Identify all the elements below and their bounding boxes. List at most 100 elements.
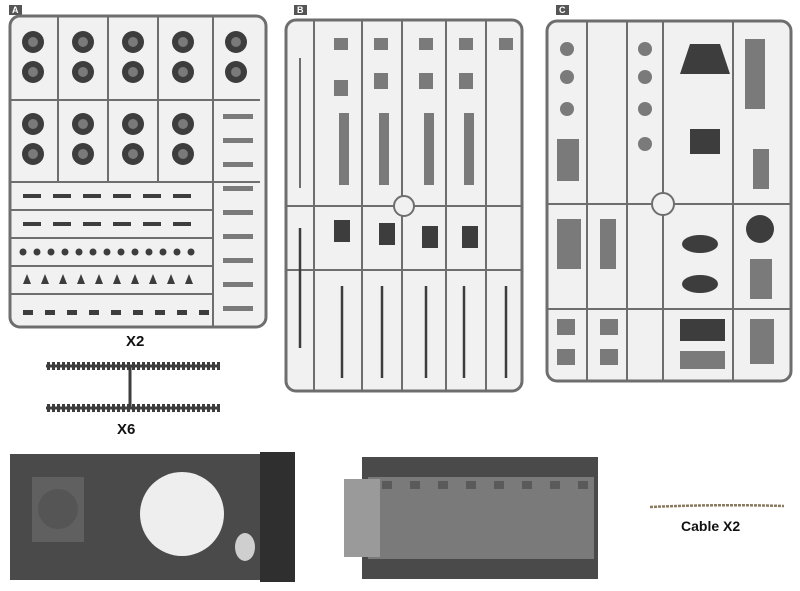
suspension-mount <box>578 481 588 489</box>
track-link <box>52 362 55 370</box>
sprue-part <box>23 194 41 198</box>
sprue-gate <box>393 195 415 217</box>
track-link <box>132 362 135 370</box>
sprue-part <box>379 223 395 245</box>
sprue-part <box>334 80 348 96</box>
track-link <box>77 362 80 370</box>
suspension-mount <box>550 481 560 489</box>
track-link <box>207 404 210 412</box>
track-link <box>152 404 155 412</box>
track-link <box>87 362 90 370</box>
track-link <box>132 404 135 412</box>
track-link <box>117 362 120 370</box>
track-link <box>87 404 90 412</box>
track-link <box>162 362 165 370</box>
wheel-hub-part <box>28 149 38 159</box>
track-link <box>97 404 100 412</box>
wheel-hub-part <box>128 67 138 77</box>
small-part <box>23 274 31 284</box>
round-part <box>682 275 718 293</box>
small-part <box>19 248 27 256</box>
cable-drawing <box>649 503 785 509</box>
small-part <box>223 138 253 143</box>
track-link <box>107 362 110 370</box>
sprue-part <box>173 194 191 198</box>
lower-hull-part <box>344 457 598 579</box>
sprue-part <box>45 310 55 315</box>
small-part <box>185 274 193 284</box>
track-link <box>62 362 65 370</box>
track-link <box>112 362 115 370</box>
sprue-c-drawing <box>545 19 793 383</box>
small-part <box>61 248 69 256</box>
small-part <box>59 274 67 284</box>
sprue-part <box>83 222 101 226</box>
wheel-hub-part <box>231 67 241 77</box>
track-link <box>47 362 50 370</box>
wheel-hub-part <box>78 37 88 47</box>
sprue-part <box>600 349 618 365</box>
small-part <box>131 274 139 284</box>
track-link <box>192 404 195 412</box>
round-part <box>682 235 718 253</box>
sprue-part <box>557 319 575 335</box>
track-link-multiplier: X6 <box>117 421 136 438</box>
sprue-part <box>374 38 388 50</box>
track-link <box>97 362 100 370</box>
round-part <box>746 215 774 243</box>
small-part <box>145 248 153 256</box>
sprue-part <box>334 220 350 242</box>
small-part <box>223 114 253 119</box>
sprue-part <box>199 310 209 315</box>
sprue-part <box>67 310 77 315</box>
sprue-frame <box>8 14 268 329</box>
sprue-part <box>53 222 71 226</box>
track-link <box>157 404 160 412</box>
track-link <box>67 362 70 370</box>
sprue-part <box>334 38 348 50</box>
small-part <box>95 274 103 284</box>
track-link <box>57 362 60 370</box>
track-link <box>197 362 200 370</box>
track-link <box>67 404 70 412</box>
wheel-hub-part <box>78 67 88 77</box>
wheel-hub-part <box>128 149 138 159</box>
track-link <box>92 362 95 370</box>
track-link <box>217 404 220 412</box>
track-link <box>142 362 145 370</box>
track-link <box>187 362 190 370</box>
wheel-hub-part <box>178 37 188 47</box>
sprue-part <box>557 349 575 365</box>
small-part <box>89 248 97 256</box>
sprue-part <box>459 38 473 50</box>
track-link <box>72 404 75 412</box>
small-part <box>173 248 181 256</box>
track-link <box>57 404 60 412</box>
small-part <box>33 248 41 256</box>
track-link <box>47 404 50 412</box>
suspension-mount <box>522 481 532 489</box>
small-part <box>223 162 253 167</box>
sprue-part <box>155 310 165 315</box>
track-link-drawing <box>46 362 220 412</box>
sprue-a-label: A <box>9 5 22 15</box>
wheel-hub-part <box>28 67 38 77</box>
sprue-part <box>23 310 33 315</box>
sprue-part <box>53 194 71 198</box>
suspension-mount <box>410 481 420 489</box>
small-part <box>223 186 253 191</box>
suspension-mount <box>438 481 448 489</box>
upper-hull-part <box>10 452 295 582</box>
wheel-hub-part <box>128 119 138 129</box>
track-link <box>122 362 125 370</box>
track-link <box>142 404 145 412</box>
sprue-part <box>499 38 513 50</box>
track-link <box>187 404 190 412</box>
small-part <box>113 274 121 284</box>
track-link <box>137 404 140 412</box>
round-part <box>638 137 652 151</box>
small-part <box>117 248 125 256</box>
small-part <box>159 248 167 256</box>
wheel-hub-part <box>28 119 38 129</box>
sprue-part <box>422 226 438 248</box>
